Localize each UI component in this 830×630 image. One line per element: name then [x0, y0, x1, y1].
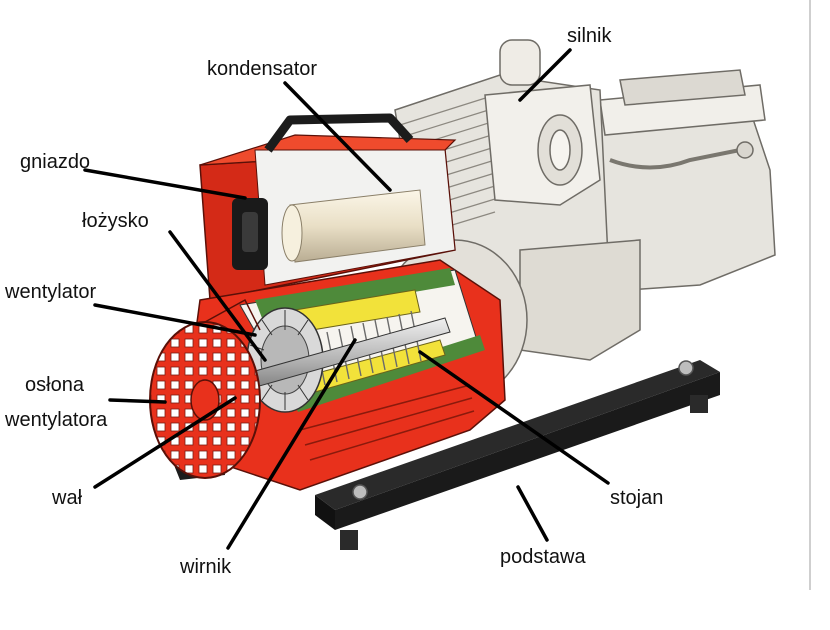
- leader-wentylator: [93, 303, 257, 337]
- leader-stojan: [418, 350, 610, 485]
- leader-lozysko: [168, 230, 267, 362]
- control-box: [199, 113, 457, 301]
- leader-silnik: [518, 48, 572, 102]
- fan-cover: [149, 298, 261, 479]
- label-wal: wał: [51, 487, 83, 509]
- label-stojan: stojan: [610, 487, 663, 509]
- leader-podstawa: [516, 485, 549, 542]
- leader-gniazdo: [83, 168, 247, 200]
- generator-housing: [179, 259, 506, 491]
- label-wirnik: wirnik: [179, 556, 232, 578]
- label-gniazdo: gniazdo: [20, 151, 90, 173]
- label-lozysko: łożysko: [82, 210, 149, 232]
- leader-lines: [83, 48, 610, 550]
- leader-wal: [93, 396, 237, 489]
- label-oslona-line2: wentylatora: [4, 409, 108, 431]
- label-oslona-line1: osłona: [25, 374, 85, 396]
- labels: silnik kondensator gniazdo łożysko wenty…: [4, 25, 663, 578]
- leader-oslona: [108, 398, 167, 404]
- leader-kondensator: [283, 81, 392, 192]
- label-wentylator: wentylator: [4, 281, 96, 303]
- leader-wirnik: [226, 338, 357, 550]
- label-silnik: silnik: [567, 25, 612, 47]
- label-kondensator: kondensator: [207, 58, 317, 80]
- label-podstawa: podstawa: [500, 546, 586, 568]
